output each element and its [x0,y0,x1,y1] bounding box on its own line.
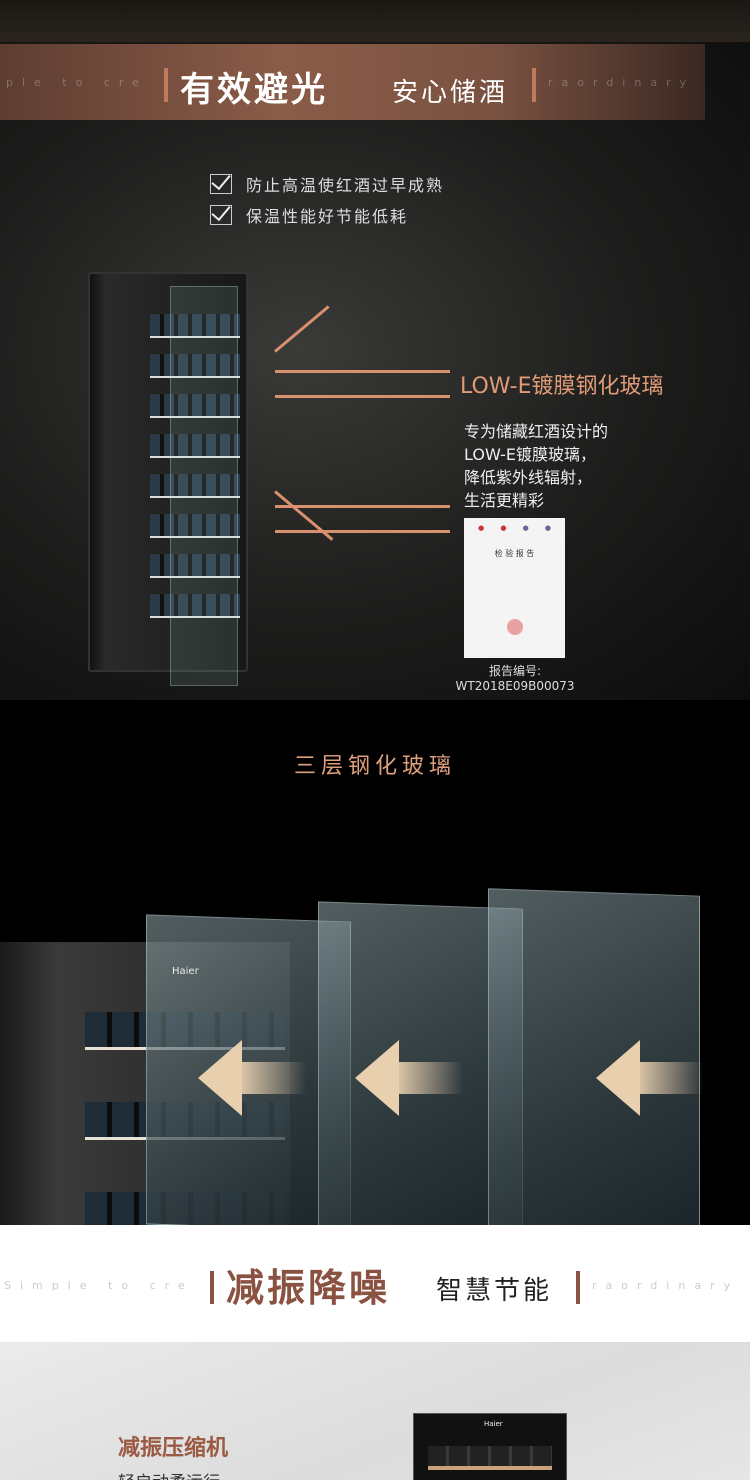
wine-cabinet-image [88,272,248,672]
section-title: 三层钢化玻璃 [293,754,456,779]
divider-bar [532,68,536,102]
banner-subtitle: 安心储酒 [392,78,509,108]
divider-bar [210,1271,214,1304]
wine-cabinet-image: Haier [413,1413,567,1480]
triple-glass-section: 三层钢化玻璃 Haier [0,700,750,1225]
feature-title: LOW-E镀膜钢化玻璃 [460,374,664,399]
checkbox-icon [210,205,232,225]
brand-logo: Haier [172,966,199,977]
arrow-left-icon [198,1040,306,1116]
light-ray [275,395,450,398]
banner-sub-right: raordinary [548,76,696,89]
top-strip [0,0,750,42]
reflected-ray [274,305,330,353]
compressor-feature [0,1342,750,1480]
certificate-title: 检 验 报 告 [494,549,535,558]
section-banner: Simple to cre 减振降噪 智慧节能 raordinary [0,1225,750,1342]
banner-title: 减振降噪 [226,1266,391,1310]
report-number: 报告编号:WT2018E09B00073 [455,664,575,693]
glass-pane [170,286,238,686]
glass-layer-3 [488,888,700,1225]
inspection-certificate-image: ●●●● 检 验 报 告 [464,518,565,658]
feature-title: 减振压缩机 [118,1436,229,1461]
light-ray [275,370,450,373]
light-ray [275,530,450,533]
banner-sub-left: ple to cre [6,76,148,89]
check-item: 保温性能好节能低耗 [210,203,408,227]
check-item: 防止高温使红酒过早成熟 [210,172,444,196]
arrow-left-icon [355,1040,463,1116]
check-label: 防止高温使红酒过早成熟 [246,176,445,195]
divider-bar [164,68,168,102]
banner-subtitle: 智慧节能 [436,1276,553,1306]
vibration-reduction-section: Simple to cre 减振降噪 智慧节能 raordinary 减振压缩机… [0,1225,750,1480]
arrow-left-icon [596,1040,704,1116]
check-label: 保温性能好节能低耗 [246,207,409,226]
section-banner: ple to cre 有效避光 安心储酒 raordinary [0,44,705,120]
banner-sub-right: raordinary [592,1279,740,1292]
reflected-ray [274,490,334,541]
banner-title: 有效避光 [180,70,328,110]
brand-logo: Haier [484,1420,503,1428]
feature-description: 轻启动柔运行 [118,1468,220,1480]
checkbox-icon [210,174,232,194]
light-blocking-section: ple to cre 有效避光 安心储酒 raordinary 防止高温使红酒过… [0,0,750,700]
banner-sub-left: Simple to cre [4,1279,194,1292]
light-ray [275,505,450,508]
divider-bar [576,1271,580,1304]
